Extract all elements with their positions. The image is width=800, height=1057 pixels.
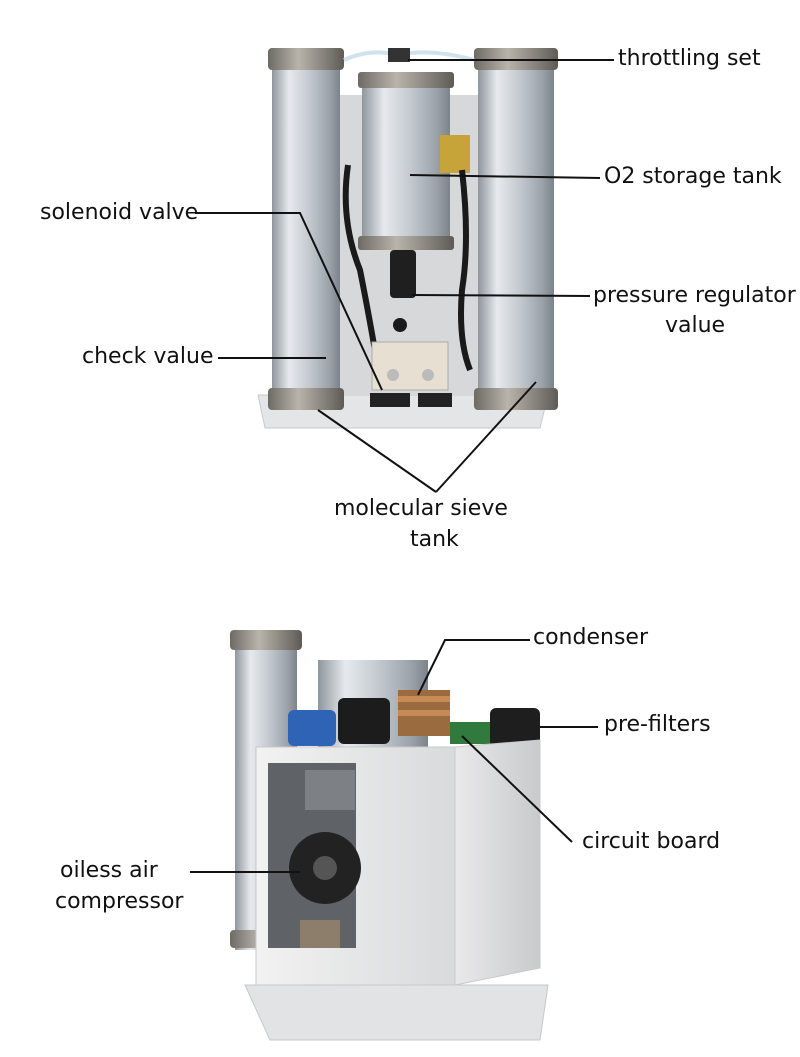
label-molecular-sieve-line2: tank — [410, 527, 459, 552]
base-plate — [244, 984, 549, 1041]
leader-molecular-sieve-left — [317, 409, 437, 493]
label-throttling-set: throttling set — [618, 46, 761, 71]
label-molecular-sieve-line1: molecular sieve — [334, 496, 508, 521]
black-cable — [458, 169, 473, 372]
label-pre-filters: pre-filters — [604, 712, 711, 737]
label-check-value: check value — [82, 344, 214, 369]
o2-storage-tank — [358, 72, 454, 250]
pressure-regulator — [390, 250, 416, 298]
label-compressor-line2: compressor — [55, 889, 184, 914]
label-solenoid-valve: solenoid valve — [40, 200, 199, 225]
white-housing-side — [454, 739, 541, 986]
label-o2-storage-tank: O2 storage tank — [604, 164, 782, 189]
leader-o2-storage-tank — [409, 174, 601, 179]
leader-lines — [190, 59, 614, 873]
filter-housing — [338, 698, 390, 744]
label-circuit-board: circuit board — [582, 829, 721, 854]
label-compressor-line1: oiless air — [60, 858, 158, 883]
left-sieve-tank — [268, 48, 344, 410]
label-pressure-regulator-line2: value — [665, 313, 726, 338]
label-condenser: condenser — [533, 625, 648, 650]
leader-condenser — [417, 639, 530, 696]
leader-molecular-sieve-right — [435, 381, 537, 493]
capacitor — [288, 710, 336, 746]
pre-filter — [490, 708, 540, 748]
label-pressure-regulator-line1: pressure regulator — [593, 283, 796, 308]
yellow-fitting — [440, 135, 470, 173]
circuit-board — [450, 722, 490, 744]
valve-block — [371, 341, 449, 391]
leader-pressure-regulator — [411, 294, 591, 297]
leader-circuit-board — [461, 735, 573, 843]
top-unit-photo — [257, 48, 558, 429]
right-sieve-tank — [474, 48, 558, 410]
bottom-unit-photo — [230, 630, 549, 1041]
throttling-fitting — [388, 48, 410, 62]
leader-solenoid-valve — [195, 212, 383, 391]
